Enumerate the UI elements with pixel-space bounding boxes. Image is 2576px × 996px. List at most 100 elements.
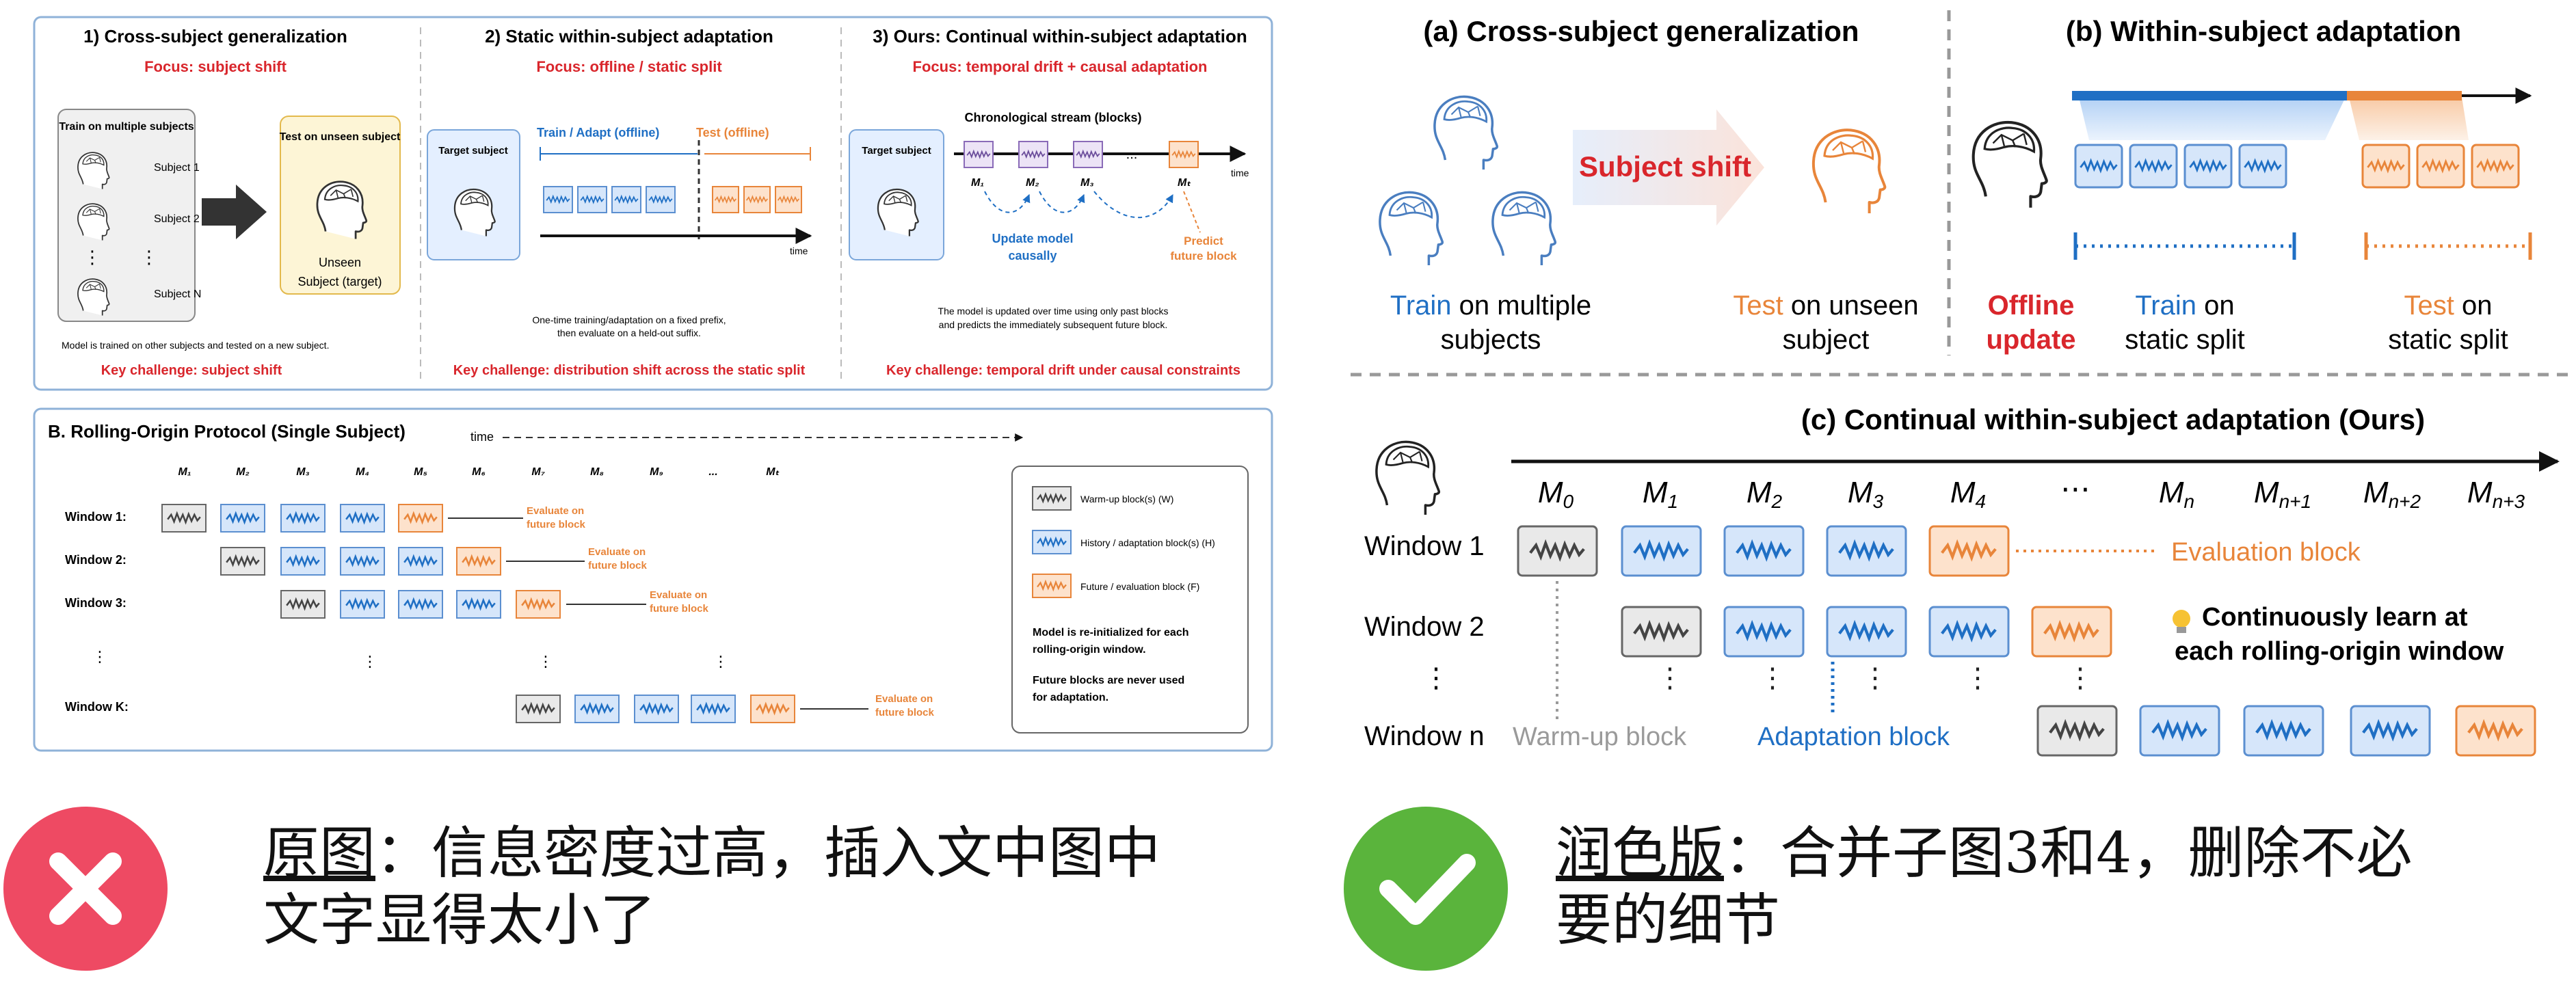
p3-update2: causally: [1008, 249, 1057, 263]
a-shift-arrow: [1573, 109, 1764, 226]
svg-text:M₄: M₄: [356, 466, 369, 478]
p3-update1: Update model: [992, 232, 1073, 245]
p1-subject-head-n: [77, 278, 110, 317]
b-train-caption: Train on: [2135, 291, 2234, 321]
a-test-head: [1814, 130, 1885, 213]
p3-time: time: [1231, 167, 1249, 178]
bad-cross-icon: [3, 807, 168, 971]
p2-train-blocks: [543, 186, 676, 213]
good-caption-text-2: 要的细节: [1556, 888, 1781, 954]
svg-text:⋮: ⋮: [538, 653, 553, 670]
a-test-caption: Test on unseen: [1733, 291, 1918, 321]
svg-text:M₈: M₈: [590, 466, 604, 478]
p1-train-label: Train on multiple subjects: [59, 121, 194, 133]
svg-text:Evaluate on: Evaluate on: [875, 693, 933, 705]
svg-text:Evaluate on: Evaluate on: [527, 505, 584, 517]
p1-challenge: Key challenge: subject shift: [101, 363, 282, 378]
p1-target: Subject (target): [297, 275, 382, 288]
svg-text:Mn+1: Mn+1: [2254, 476, 2311, 512]
svg-text:M₁: M₁: [178, 466, 191, 478]
p1-note: Model is trained on other subjects and t…: [62, 340, 329, 351]
c-title: (c) Continual within-subject adaptation …: [1801, 403, 2425, 435]
rolling-blocks: [161, 504, 868, 723]
svg-text:M₃: M₃: [296, 466, 310, 478]
p3-stream-label: Chronological stream (blocks): [964, 111, 1141, 124]
a-train-caption-2: subjects: [1441, 325, 1541, 355]
svg-text:⋮: ⋮: [2067, 663, 2094, 693]
c-head: [1375, 440, 1441, 516]
svg-text:M₉: M₉: [650, 466, 663, 478]
svg-text:Evaluate on: Evaluate on: [650, 589, 707, 601]
p3-title: 3) Ours: Continual within-subject adapta…: [873, 26, 1247, 46]
p3-focus: Focus: temporal drift + causal adaptatio…: [913, 58, 1208, 75]
svg-text:M3: M3: [1848, 476, 1884, 512]
p1-subject-n: Subject N: [154, 288, 201, 300]
rolling-title: B. Rolling-Origin Protocol (Single Subje…: [48, 421, 406, 442]
svg-text:future block: future block: [650, 603, 708, 615]
svg-text:⋮: ⋮: [1964, 663, 1991, 693]
p3-label-m2: M₂: [1026, 177, 1039, 189]
legend-hist: History / adaptation block(s) (H): [1080, 537, 1215, 548]
rolling-window-3: Window 3:: [65, 596, 127, 610]
svg-text:Evaluate on: Evaluate on: [588, 546, 646, 558]
good-caption: 润色版：合并子图3和4，删除不必 要的细节: [1556, 820, 2568, 955]
a-title: (a) Cross-subject generalization: [1423, 15, 1859, 47]
c-window-n: Window n: [1364, 721, 1485, 751]
legend-note2a: Future blocks are never used: [1033, 675, 1184, 686]
p1-target-head: [316, 180, 368, 240]
b-test-caption-2: static split: [2388, 325, 2508, 355]
p3-stream-dots: ...: [1126, 147, 1138, 162]
rolling-time: time: [470, 430, 494, 444]
c-learn-2: each rolling-origin window: [2175, 637, 2504, 666]
p3-label-m1: M₁: [971, 177, 984, 189]
p2-target-head: [453, 188, 496, 237]
p3-note1: The model is updated over time using onl…: [938, 306, 1169, 317]
svg-text:M₇: M₇: [531, 466, 545, 478]
p1-subject-head-1: [77, 152, 110, 190]
p2-target: Target subject: [438, 145, 507, 157]
svg-text:⋮: ⋮: [83, 247, 101, 267]
c-window-2: Window 2: [1364, 612, 1485, 642]
svg-text:Mₜ: Mₜ: [766, 466, 780, 478]
p2-challenge: Key challenge: distribution shift across…: [453, 363, 806, 378]
bad-caption-text: ：信息密度过高，插入文中图中: [375, 821, 1161, 886]
p3-predict2: future block: [1170, 250, 1237, 263]
legend-note1a: Model is re-initialized for each: [1033, 627, 1189, 638]
svg-text:future block: future block: [527, 519, 585, 530]
good-caption-head: 润色版: [1556, 821, 1725, 886]
b-train-caption-2: static split: [2125, 325, 2245, 355]
p3-target-head: [877, 188, 919, 237]
p2-focus: Focus: offline / static split: [536, 58, 722, 75]
svg-text:M₅: M₅: [414, 466, 427, 478]
svg-text:⋮: ⋮: [140, 247, 158, 267]
c-adapt-label: Adaptation block: [1757, 723, 1950, 751]
p1-big-arrow: [202, 185, 267, 239]
p2-test-blocks: [712, 186, 802, 213]
p2-title: 2) Static within-subject adaptation: [485, 26, 773, 46]
left-bottom-frame: [33, 407, 1273, 752]
a-train-head-3: [1491, 191, 1557, 267]
p3-challenge: Key challenge: temporal drift under caus…: [886, 363, 1240, 378]
svg-text:M₂: M₂: [236, 466, 249, 478]
b-offline-2: update: [1986, 325, 2075, 355]
svg-text:Mn: Mn: [2159, 476, 2194, 512]
svg-text:M2: M2: [1747, 476, 1783, 512]
b-head: [1974, 122, 2047, 208]
legend-note2b: for adaptation.: [1033, 692, 1108, 703]
lightbulb-icon: [2173, 610, 2190, 633]
p2-note1: One-time training/adaptation on a fixed …: [532, 314, 726, 325]
svg-text:⋮: ⋮: [1759, 663, 1786, 693]
rolling-eval-labels: Evaluate on future block Evaluate on futur…: [527, 505, 934, 718]
rolling-col-headers: M₁ M₂ M₃ M₄ M₅ M₆ M₇ M₈ M₉ ... Mₜ: [178, 466, 780, 478]
a-shift-label: Subject shift: [1579, 150, 1751, 183]
svg-text:⋮: ⋮: [1861, 663, 1889, 693]
p3-label-m3: M₃: [1080, 177, 1094, 189]
svg-text:...: ...: [708, 466, 717, 478]
b-title: (b) Within-subject adaptation: [2066, 15, 2461, 47]
svg-text:⋮: ⋮: [92, 648, 107, 665]
bad-caption: 原图：信息密度过高，插入文中图中 文字显得太小了: [263, 820, 1289, 955]
bad-caption-head: 原图: [263, 821, 376, 886]
bad-caption-text-2: 文字显得太小了: [263, 888, 656, 954]
c-learn-1: Continuously learn at: [2202, 603, 2468, 632]
